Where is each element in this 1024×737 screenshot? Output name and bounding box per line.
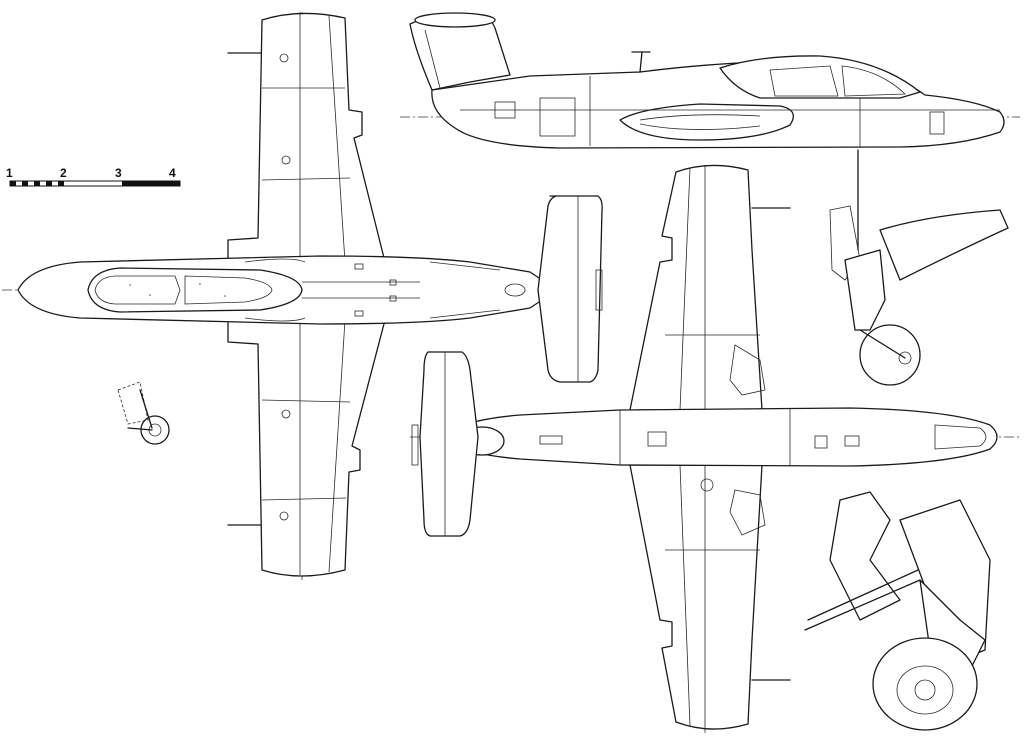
main-gear-detail xyxy=(804,491,991,731)
top-view xyxy=(2,12,603,580)
nose-gear-small xyxy=(117,381,170,445)
scale-bar: 1 2 3 4 xyxy=(6,166,181,187)
bottom-view xyxy=(410,164,1020,735)
side-view xyxy=(400,12,1020,149)
scale-label-1: 1 xyxy=(6,166,13,180)
scale-label-4: 4 xyxy=(169,166,176,180)
scale-label-3: 3 xyxy=(115,166,122,180)
scale-label-2: 2 xyxy=(60,166,67,180)
nose-gear-detail xyxy=(829,149,1009,386)
